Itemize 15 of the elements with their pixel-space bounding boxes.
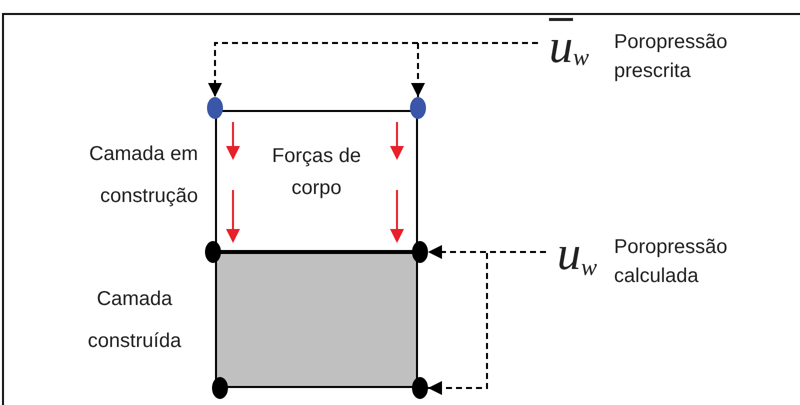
layer-caption: Poropressão calculada	[614, 235, 728, 289]
dashed-arrow	[428, 251, 546, 395]
box-label: Forças de corpo	[271, 144, 362, 201]
node-dot	[410, 97, 426, 119]
layer-caption: Camada construída	[86, 287, 182, 354]
node-dot	[205, 241, 221, 263]
node-dot	[412, 241, 428, 263]
layer-caption: Poropressão prescrita	[614, 30, 728, 84]
layer-caption: Camada em construção	[88, 142, 198, 209]
layer-box	[215, 110, 418, 252]
node-dot	[207, 97, 223, 119]
node-dot	[212, 377, 228, 399]
dashed-arrow	[411, 42, 538, 97]
node-dot	[412, 377, 428, 399]
math-symbol: u$_{w}$	[546, 226, 608, 282]
